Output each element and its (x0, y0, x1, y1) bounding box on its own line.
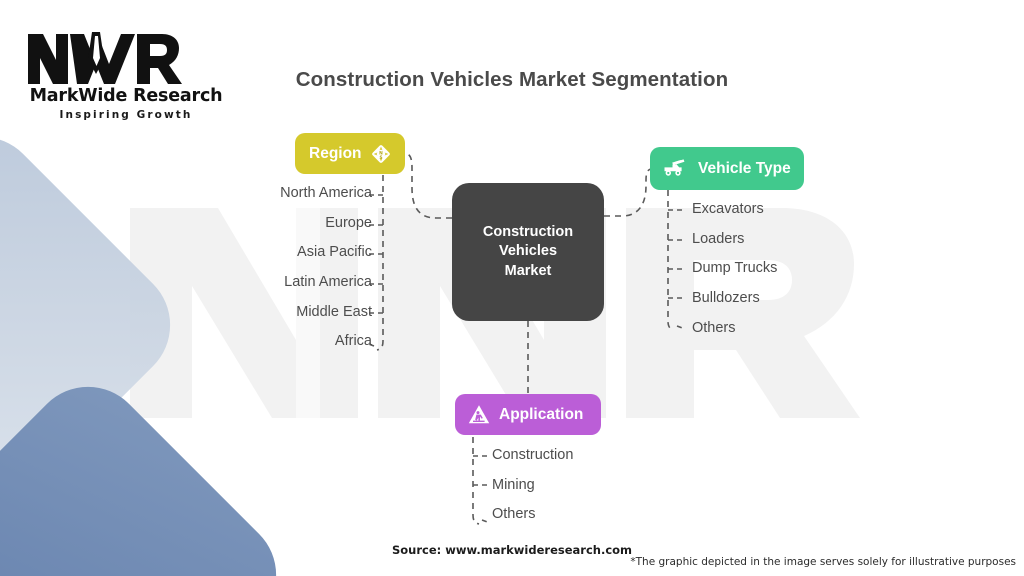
center-line-2: Vehicles (498, 243, 558, 260)
disclaimer-note: *The graphic depicted in the image serve… (630, 556, 1016, 568)
item-list-region: North America Europe Asia Pacific Latin … (140, 186, 372, 364)
list-item[interactable]: Latin America (284, 274, 372, 291)
list-item[interactable]: Loaders (692, 230, 745, 247)
branch-label-application: Application (499, 405, 584, 423)
construction-worker-sign-icon (467, 403, 491, 426)
branch-pill-region[interactable]: Region N S (295, 133, 405, 174)
center-line-3: Market (504, 262, 552, 279)
page-title: Construction Vehicles Market Segmentatio… (295, 68, 729, 91)
brand-logo: MarkWide Research Inspiring Growth (26, 30, 226, 121)
list-item[interactable]: Dump Trucks (692, 260, 778, 277)
list-item[interactable]: Asia Pacific (297, 244, 372, 261)
branch-label-region: Region (309, 144, 362, 162)
branch-label-vehicle-type: Vehicle Type (698, 159, 791, 177)
branch-pill-application[interactable]: Application (455, 394, 601, 435)
center-node-label: Construction Vehicles Market (483, 223, 573, 280)
list-item[interactable]: North America (280, 185, 372, 201)
svg-text:N: N (379, 150, 383, 156)
center-node[interactable]: Construction Vehicles Market (452, 183, 604, 321)
list-item[interactable]: Africa (334, 333, 372, 350)
mwr-logo-icon (28, 32, 182, 84)
svg-text:S: S (379, 155, 382, 160)
brand-name: MarkWide Research (29, 86, 223, 106)
branch-pill-vehicle-type[interactable]: Vehicle Type (650, 147, 804, 190)
brand-tagline: Inspiring Growth (59, 109, 193, 121)
item-list-application: Construction Mining Others (492, 448, 573, 537)
list-item[interactable]: Others (492, 506, 536, 523)
center-line-1: Construction (482, 224, 574, 241)
list-item[interactable]: Bulldozers (692, 290, 760, 307)
list-item[interactable]: Others (692, 319, 736, 336)
source-attribution: Source: www.markwideresearch.com (391, 543, 633, 557)
list-item[interactable]: Europe (325, 214, 372, 231)
item-list-vehicle-type: Excavators Loaders Dump Trucks Bulldozer… (692, 202, 777, 350)
compass-rose-icon: N S (370, 143, 392, 165)
list-item[interactable]: Middle East (296, 303, 372, 320)
list-item[interactable]: Excavators (692, 201, 764, 217)
list-item[interactable]: Mining (492, 476, 535, 493)
list-item[interactable]: Construction (492, 447, 574, 463)
dump-truck-icon (663, 158, 689, 180)
